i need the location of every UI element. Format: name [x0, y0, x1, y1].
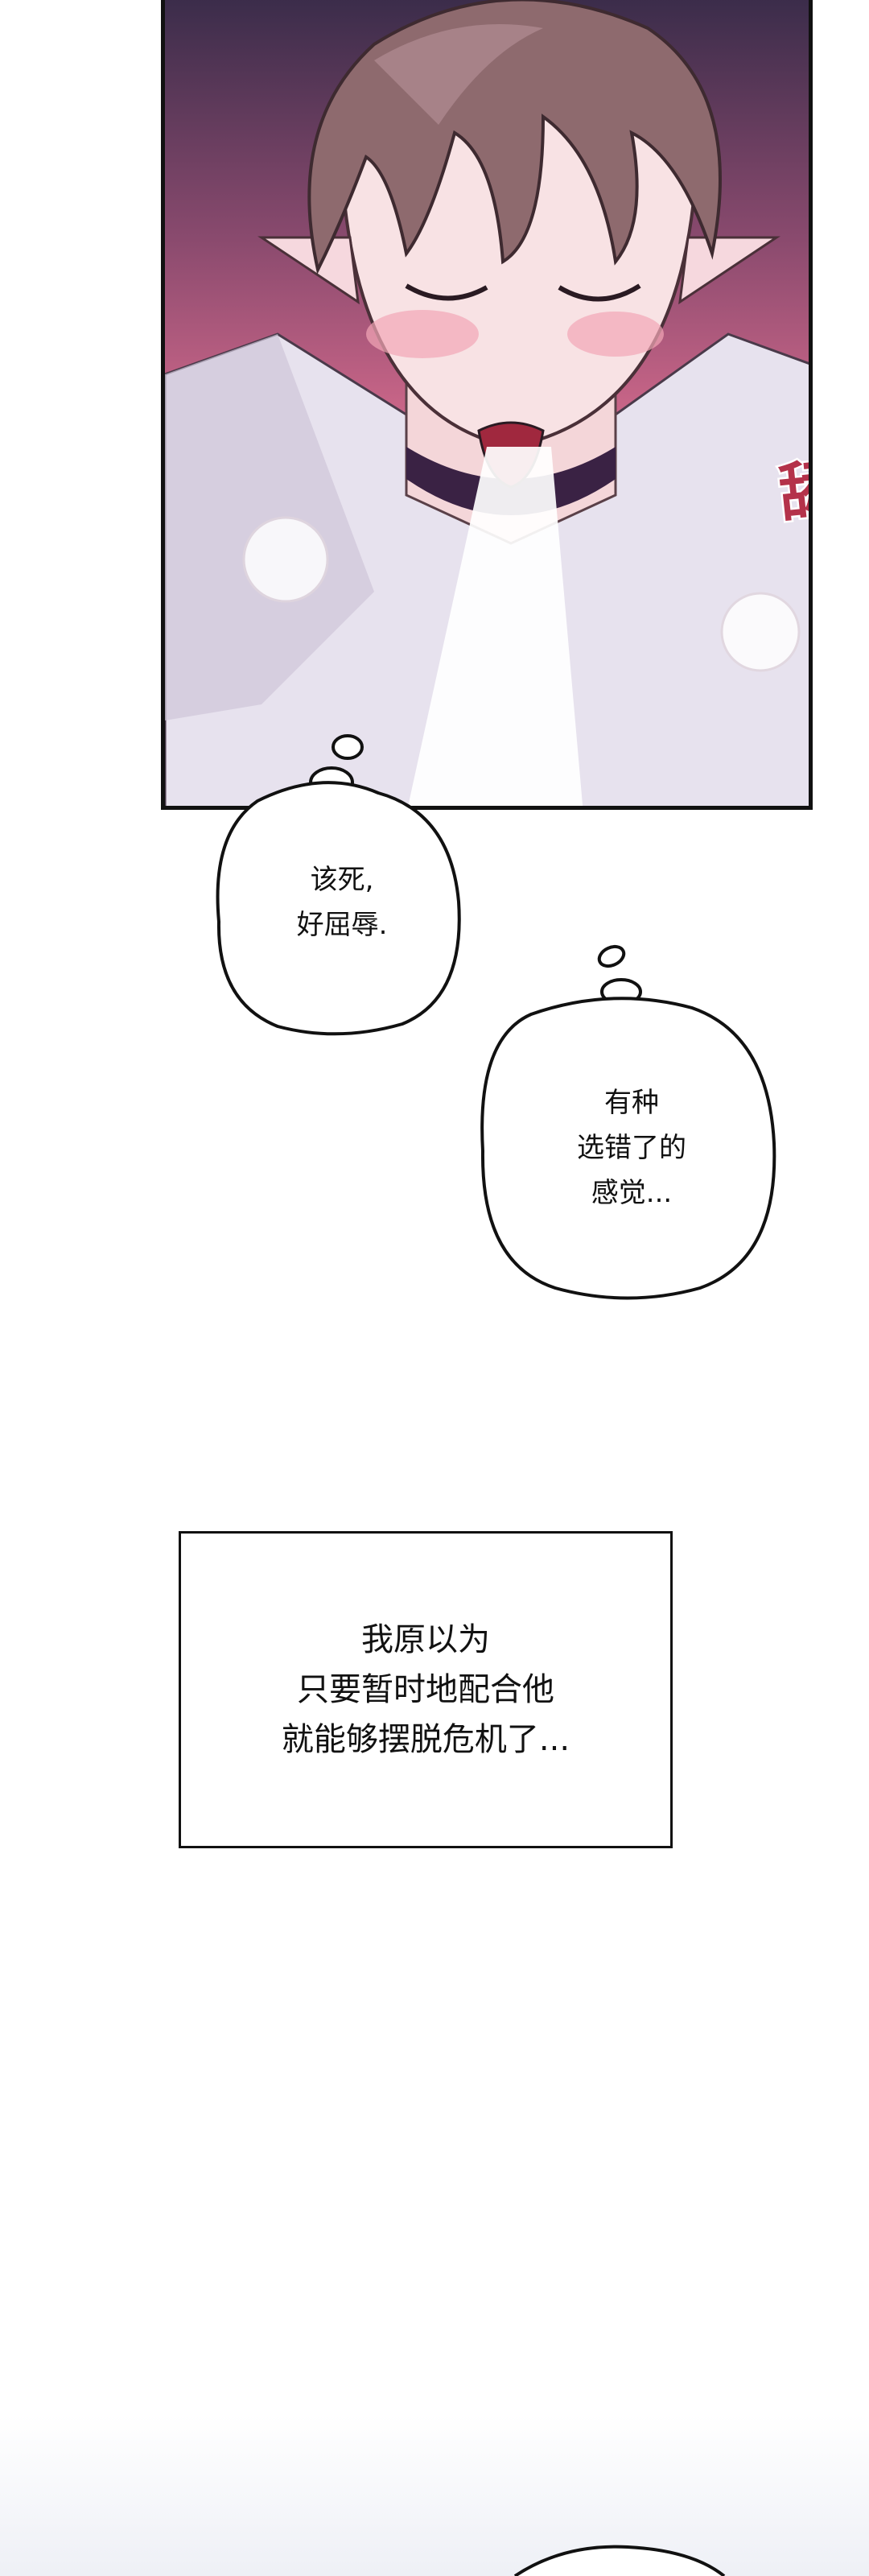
thought-bubble-2: [480, 997, 776, 1300]
next-bubble-edge: [513, 2545, 726, 2576]
thought-bubbles: [216, 734, 776, 1300]
bubble-line: 好屈辱.: [296, 909, 388, 941]
narration-line: 只要暂时地配合他: [297, 1671, 554, 1708]
bubble-tail: [332, 734, 364, 760]
bubble-2-text: 有种 选错了的 感觉...: [499, 1080, 764, 1216]
bubble-line: 该死,: [310, 864, 374, 896]
bubble-1-text: 该死, 好屈辱.: [233, 857, 451, 947]
bubble-line: 有种: [604, 1087, 659, 1119]
bubble-line: 感觉...: [591, 1177, 673, 1209]
character-illustration: [165, 0, 809, 806]
narration-box: 我原以为 只要暂时地配合他 就能够摆脱危机了...: [179, 1531, 673, 1848]
thought-bubble-1: [216, 781, 461, 1036]
narration-line: 我原以为: [361, 1621, 490, 1658]
comic-panel: 舔♪舐: [161, 0, 813, 810]
bottom-fade: [0, 2415, 869, 2576]
narration-line: 就能够摆脱危机了...: [281, 1721, 570, 1758]
bubble-line: 选错了的: [577, 1132, 686, 1164]
bubble-tail: [597, 944, 626, 968]
